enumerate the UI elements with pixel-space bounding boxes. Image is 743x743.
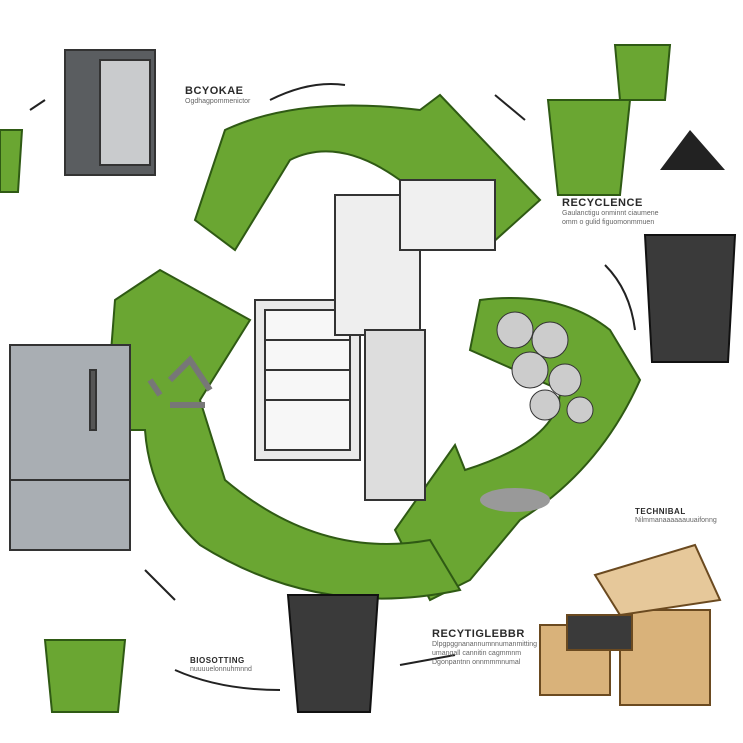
label-bottom-left: BIOSOTTING nuuuuelonnuhmnnd [190, 656, 252, 674]
label-top: BCYOKAE Ogdhagpommenictor [185, 85, 250, 106]
label-right-sub2: omm o gulid figuomonmmuen [562, 219, 655, 226]
label-top-title: BCYOKAE [185, 85, 244, 97]
label-right: RECYCLENCE Gaulanctigu onminnt ciaumene … [562, 197, 659, 227]
label-top-sub: Ogdhagpommenictor [185, 98, 251, 105]
label-bottom-center-title: RECYTIGLEBBR [432, 628, 525, 640]
cans-pile [496, 311, 594, 424]
label-right-title: RECYCLENCE [562, 197, 643, 209]
flow-arrows [29, 83, 636, 691]
gravel-piles [480, 130, 725, 512]
wine-cooler [64, 49, 156, 176]
label-technical: TECHNIBAL Nilmmanaaaaaauuaifonng [635, 507, 717, 525]
recycle-symbol-icon [147, 355, 213, 408]
label-bottom-left-title: BIOSOTTING [190, 656, 245, 665]
label-bottom-center-sub1: Dlpgpggnanannumnnumanmitting [432, 641, 538, 648]
label-bottom-center: RECYTIGLEBBR Dlpgpggnanannumnnumanmittin… [432, 628, 537, 667]
label-technical-sub: Nilmmanaaaaaauuaifonng [635, 517, 717, 524]
label-right-sub1: Gaulanctigu onminnt ciaumene [562, 210, 659, 217]
label-bottom-center-sub2: umangall cannitin cagmmnm [432, 650, 522, 657]
dark-bins [286, 234, 737, 713]
wooden-crates [539, 543, 722, 706]
label-technical-title: TECHNIBAL [635, 507, 686, 516]
stainless-fridge-left [9, 344, 131, 551]
green-bins [0, 44, 672, 713]
label-bottom-center-sub3: Dgonpantnn onnmmmnumal [432, 659, 521, 666]
label-bottom-left-sub: nuuuuelonnuhmnnd [190, 666, 252, 673]
central-fridge-open [254, 179, 496, 501]
